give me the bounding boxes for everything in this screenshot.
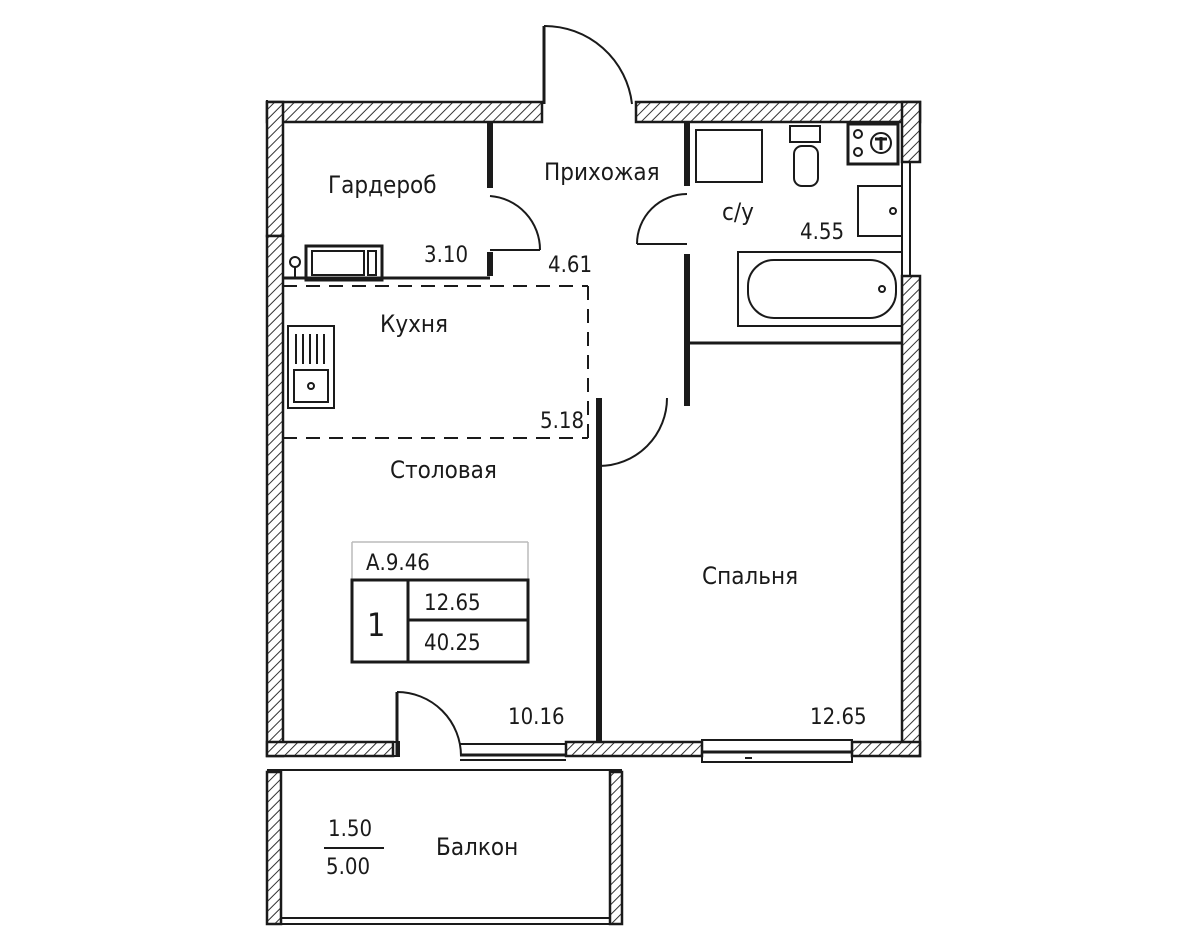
dining-label: Столовая [390, 456, 497, 484]
kitchen-area: 5.18 [540, 409, 584, 434]
wall-bottom-mid [564, 740, 704, 758]
balcony-outline [267, 769, 622, 925]
kitchen-sink [287, 325, 335, 409]
dining-area: 10.16 [508, 705, 565, 730]
wardrobe-area: 3.10 [424, 243, 468, 268]
wall-bottom-left [265, 740, 395, 758]
water-valve [289, 256, 301, 278]
wall-top-right [634, 100, 922, 124]
wall-bottom-right [850, 740, 922, 758]
kitchen-label: Кухня [380, 310, 448, 338]
microwave [304, 244, 384, 282]
bathroom-area: 4.55 [800, 220, 844, 245]
wardrobe-door [489, 195, 542, 251]
balcony-label: Балкон [436, 833, 518, 861]
wall-balcony-left [265, 770, 283, 926]
dining-window [460, 743, 566, 761]
wardrobe-label: Гардероб [328, 171, 437, 199]
bedroom-label: Спальня [702, 562, 798, 590]
wall-left-top [265, 100, 285, 238]
bathroom-label: с/у [722, 198, 754, 226]
balcony-area-bottom: 5.00 [326, 855, 370, 880]
wall-balcony-right [608, 770, 624, 926]
washing-machine [695, 129, 763, 183]
balcony-door [392, 691, 462, 757]
outer-walls [265, 100, 922, 926]
bedroom-area: 12.65 [810, 705, 867, 730]
entry-door [542, 24, 633, 105]
apartment-info-box: А.9.46 1 12.65 40.25 [350, 541, 530, 664]
bathtub [737, 251, 903, 327]
balcony-area-top: 1.50 [328, 817, 372, 842]
living-area: 12.65 [424, 591, 481, 616]
wall-left-main [265, 234, 285, 758]
bathroom-sink [857, 185, 903, 237]
bedroom-door [598, 397, 668, 467]
toilet [789, 125, 821, 187]
wall-right-upper [900, 100, 922, 164]
hallway-label: Прихожая [544, 158, 660, 186]
bathroom-door [636, 193, 688, 245]
wall-right-lower [900, 274, 922, 758]
wall-top-left [265, 100, 544, 124]
bedroom-window [701, 739, 853, 763]
rooms-count: 1 [367, 606, 385, 644]
boiler [846, 122, 900, 166]
total-area: 40.25 [424, 631, 481, 656]
apartment-code: А.9.46 [366, 551, 430, 576]
hallway-area: 4.61 [548, 253, 592, 278]
